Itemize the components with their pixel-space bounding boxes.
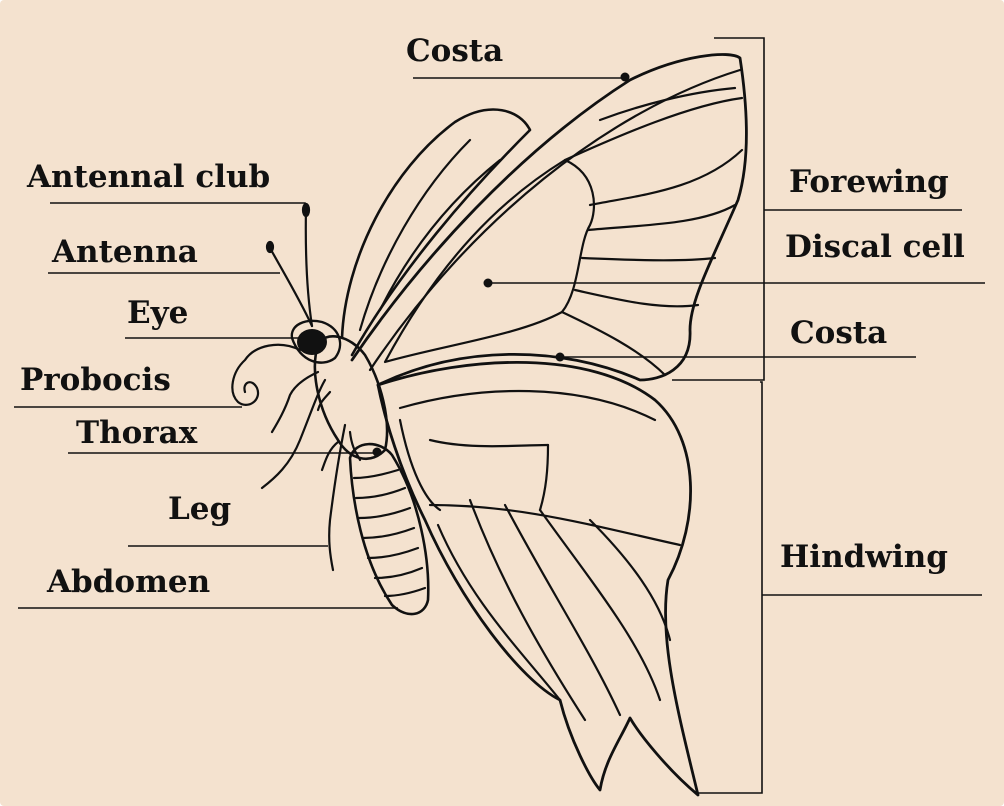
pointer-dot-costa-top bbox=[620, 72, 630, 82]
pointer-dot-discal-cell bbox=[483, 278, 493, 288]
label-forewing: Forewing bbox=[789, 164, 949, 200]
rear-forewing-shape bbox=[340, 108, 532, 357]
forewing-shape bbox=[350, 53, 748, 387]
label-costa-top: Costa bbox=[406, 33, 504, 69]
label-antenna: Antenna bbox=[52, 234, 198, 270]
label-eye: Eye bbox=[127, 295, 189, 331]
leader-line-antennal-club bbox=[50, 202, 307, 214]
label-antennal-club: Antennal club bbox=[27, 159, 271, 195]
pointer-dot-thorax bbox=[372, 447, 382, 457]
label-abdomen: Abdomen bbox=[47, 564, 211, 600]
label-discal-cell: Discal cell bbox=[785, 229, 965, 265]
label-leg: Leg bbox=[168, 491, 232, 527]
label-proboscis: Probocis bbox=[20, 362, 171, 398]
label-thorax: Thorax bbox=[76, 415, 198, 451]
label-hindwing: Hindwing bbox=[780, 539, 948, 575]
forewing-bracket bbox=[672, 37, 765, 381]
eye-shape bbox=[297, 329, 327, 355]
hindwing-bracket bbox=[698, 381, 763, 794]
hindwing-shape bbox=[376, 361, 700, 797]
pointer-dot-costa-right bbox=[555, 352, 565, 362]
label-costa-right: Costa bbox=[790, 315, 888, 351]
butterfly-body bbox=[231, 202, 430, 616]
